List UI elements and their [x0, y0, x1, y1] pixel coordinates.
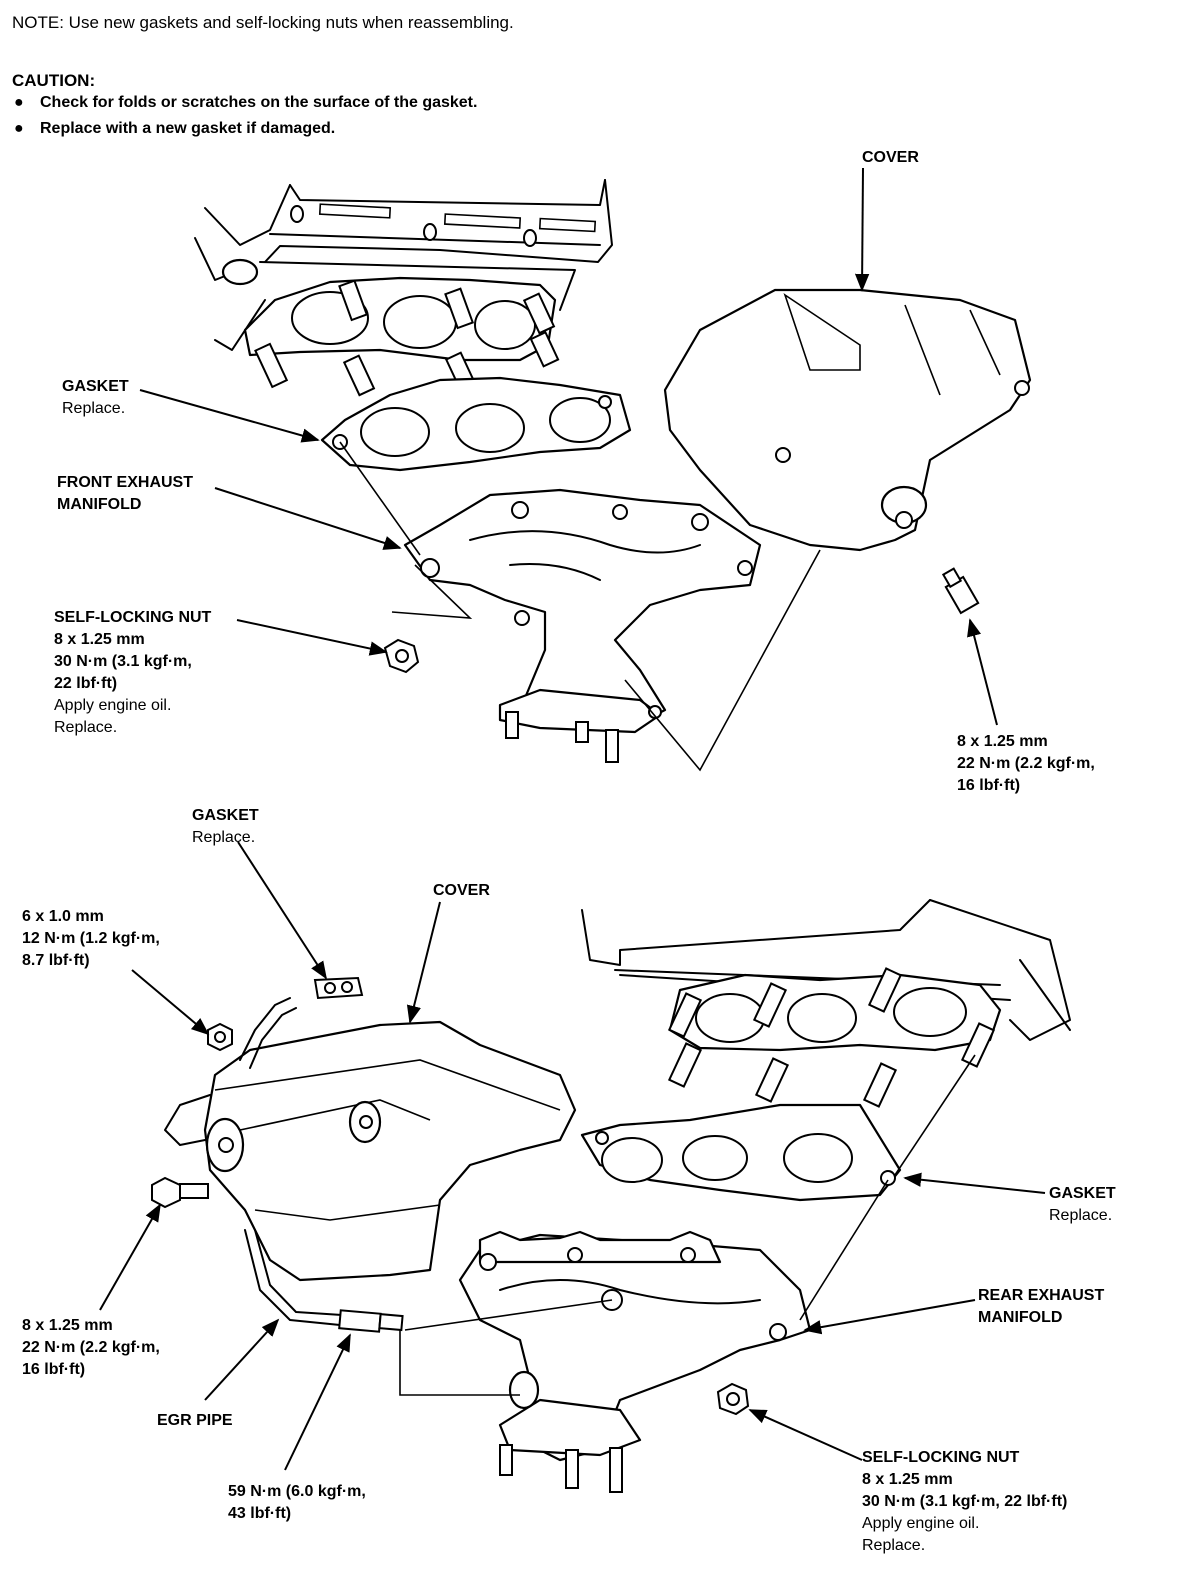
front-self-locking-nut	[383, 638, 420, 674]
rear-manifold-label: REAR EXHAUST	[978, 1287, 1105, 1304]
egr-flange-bolt	[207, 1022, 233, 1052]
rear-nut-note-line2: Replace.	[862, 1537, 926, 1554]
rear-head-flange	[667, 967, 1002, 1108]
rear-exhaust-manifold	[458, 1230, 812, 1493]
front-head-flange	[243, 276, 560, 397]
front-nut-note-line2: Replace.	[54, 719, 118, 736]
rear-nut-title: SELF-LOCKING NUT	[862, 1449, 1020, 1466]
front-nut-torque: 30 N·m (3.1 kgf·m,	[54, 653, 192, 670]
small-bolt-torque-line2: 8.7 lbf·ft)	[22, 952, 90, 969]
rear-manifold-label-line2: MANIFOLD	[978, 1309, 1063, 1326]
bullet-icon: ●	[14, 120, 24, 137]
rear-gasket	[580, 1103, 902, 1202]
note-text: NOTE: Use new gaskets and self-locking n…	[12, 13, 514, 32]
front-bolt-torque: 22 N·m (2.2 kgf·m,	[957, 755, 1095, 772]
rear-self-locking-nut	[716, 1382, 750, 1416]
bullet-icon: ●	[14, 94, 24, 111]
rear-gasket-top-note: Replace.	[192, 829, 256, 846]
front-nut-title: SELF-LOCKING NUT	[54, 609, 212, 626]
front-gasket-note: Replace.	[62, 400, 126, 417]
egr-pipe-label: EGR PIPE	[157, 1412, 233, 1429]
rear-gasket-right-label: GASKET	[1049, 1185, 1116, 1202]
front-bolt-size: 8 x 1.25 mm	[957, 733, 1048, 750]
caution-item: ●Check for folds or scratches on the sur…	[14, 94, 478, 111]
rear-cover-bolt	[151, 1176, 209, 1209]
front-cover-bolt	[941, 567, 980, 615]
front-cover	[663, 288, 1032, 552]
rear-cover-label: COVER	[433, 882, 490, 899]
rear-cover	[203, 1020, 577, 1282]
small-bolt-torque: 12 N·m (1.2 kgf·m,	[22, 930, 160, 947]
egr-torque: 59 N·m (6.0 kgf·m,	[228, 1483, 366, 1500]
front-cylinder-head	[194, 179, 613, 351]
front-gasket-label: GASKET	[62, 378, 129, 395]
front-nut-note: Apply engine oil.	[54, 697, 172, 714]
rear-bolt-torque-line2: 16 lbf·ft)	[22, 1361, 86, 1378]
small-bolt-size: 6 x 1.0 mm	[22, 908, 104, 925]
rear-bolt-torque: 22 N·m (2.2 kgf·m,	[22, 1339, 160, 1356]
front-gasket	[320, 376, 632, 472]
front-bolt-torque-line2: 16 lbf·ft)	[957, 777, 1021, 794]
egr-flange-gasket	[313, 976, 364, 1000]
rear-gasket-right-note: Replace.	[1049, 1207, 1113, 1224]
rear-nut-note: Apply engine oil.	[862, 1515, 980, 1532]
rear-nut-torque: 30 N·m (3.1 kgf·m, 22 lbf·ft)	[862, 1493, 1068, 1510]
egr-pipe	[164, 997, 404, 1333]
rear-nut-size: 8 x 1.25 mm	[862, 1471, 953, 1488]
front-nut-size: 8 x 1.25 mm	[54, 631, 145, 648]
front-manifold-label-line2: MANIFOLD	[57, 496, 142, 513]
front-cover-label: COVER	[862, 149, 919, 166]
egr-torque-line2: 43 lbf·ft)	[228, 1505, 292, 1522]
rear-gasket-top-label: GASKET	[192, 807, 259, 824]
front-nut-torque-line2: 22 lbf·ft)	[54, 675, 118, 692]
caution-item: ●Replace with a new gasket if damaged.	[14, 120, 336, 137]
front-manifold-label: FRONT EXHAUST	[57, 474, 193, 491]
caution-title: CAUTION:	[12, 71, 96, 90]
rear-bolt-size: 8 x 1.25 mm	[22, 1317, 113, 1334]
front-exhaust-manifold	[403, 488, 762, 763]
